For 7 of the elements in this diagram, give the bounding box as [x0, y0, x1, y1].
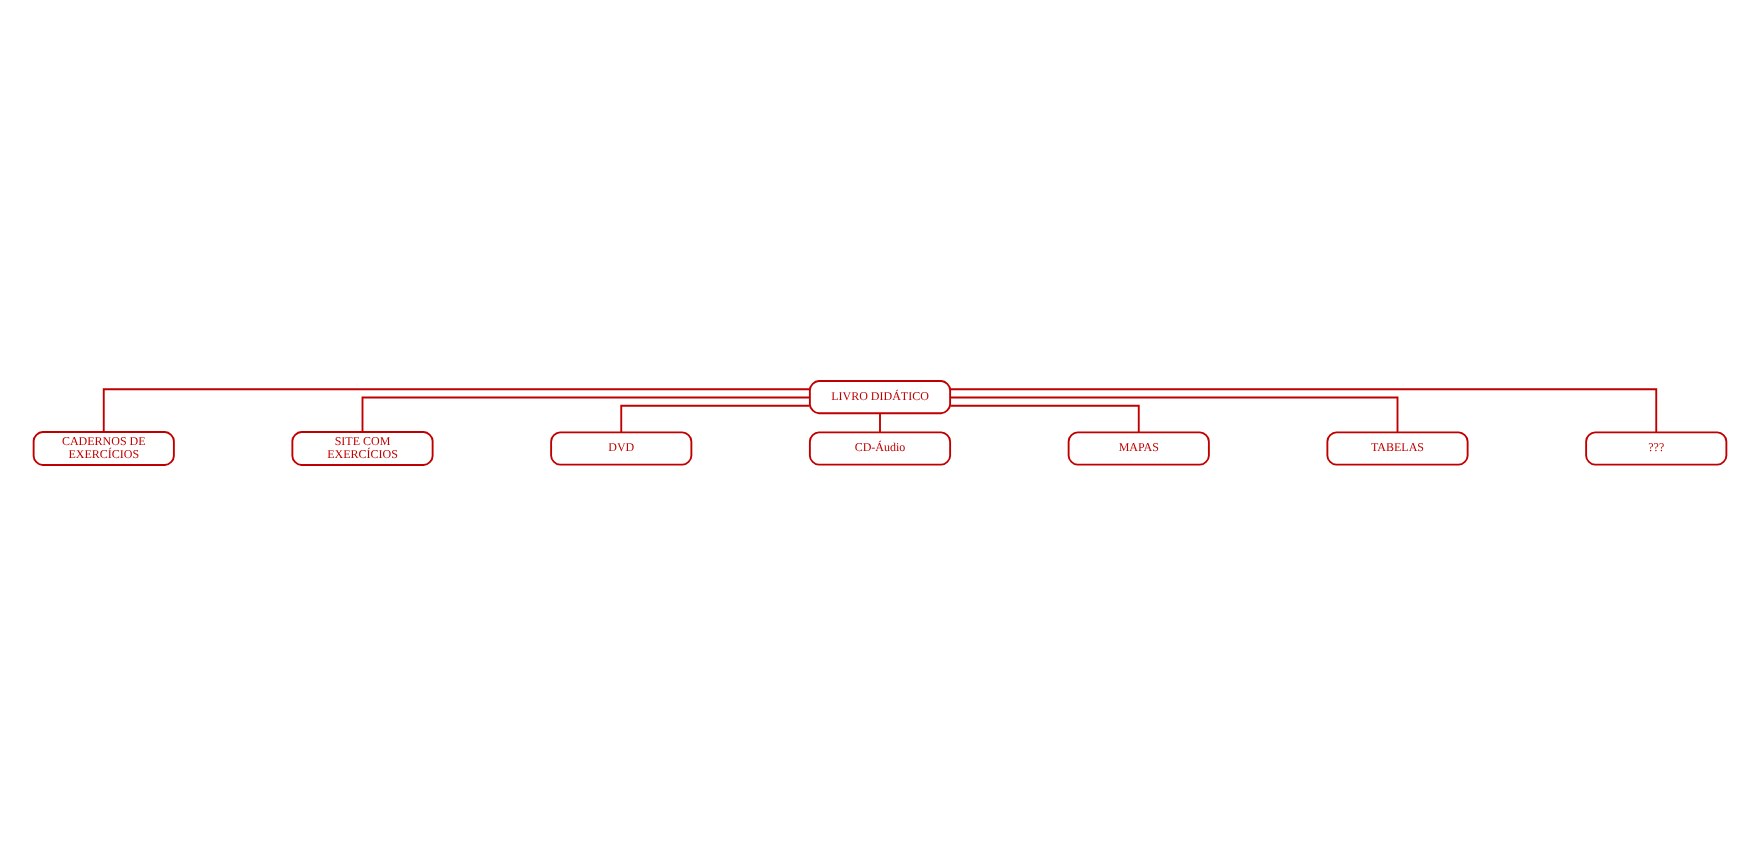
connector [620, 404, 811, 434]
connector [949, 396, 1399, 434]
connector [361, 396, 811, 433]
connector [102, 388, 811, 433]
connector [949, 388, 1658, 434]
connector [949, 404, 1140, 434]
connector [879, 412, 881, 434]
